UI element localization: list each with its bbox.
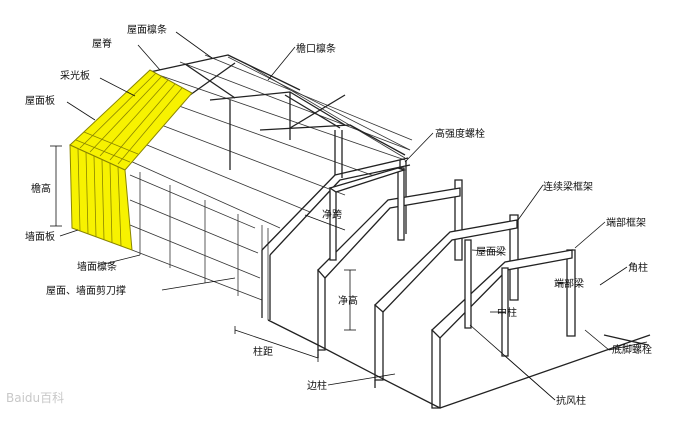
label-skylight-panel: 采光板 — [60, 69, 90, 82]
label-bracing: 屋面、墙面剪刀撑 — [46, 284, 126, 297]
label-roof-beam: 屋面梁 — [476, 245, 506, 258]
leader-lines — [59, 31, 648, 401]
portal-frames — [317, 167, 576, 409]
label-end-frame: 端部框架 — [606, 216, 646, 229]
label-eave-height: 檐高 — [31, 182, 51, 195]
label-high-strength-bolt: 高强度螺栓 — [435, 127, 485, 140]
label-eave-purlin: 檐口檩条 — [296, 42, 336, 55]
watermark: Baidu百科 — [6, 391, 64, 405]
label-wall-panel: 墙面板 — [25, 230, 55, 243]
label-ridge: 屋脊 — [92, 37, 112, 50]
label-corner-column: 角柱 — [628, 261, 648, 274]
label-continuous-beam-frame: 连续梁框架 — [543, 180, 593, 193]
label-middle-column: 中柱 — [497, 306, 517, 319]
label-roof-panel: 屋面板 — [25, 94, 55, 107]
dimension-lines — [50, 145, 356, 362]
yellow-cladding — [69, 69, 193, 251]
labels: 屋面檩条 屋脊 采光板 屋面板 檐口檩条 高强度螺栓 檐高 净跨 连续梁框架 端… — [6, 23, 652, 407]
label-end-beam: 端部梁 — [554, 277, 584, 290]
label-clear-height: 净高 — [338, 294, 358, 307]
label-side-column: 边柱 — [307, 379, 327, 392]
label-span: 净跨 — [322, 208, 342, 221]
label-wall-purlin: 墙面檩条 — [77, 260, 117, 273]
label-anchor-bolt: 底脚螺栓 — [612, 343, 652, 356]
label-wind-column: 抗风柱 — [556, 394, 586, 407]
label-column-spacing: 柱距 — [253, 345, 273, 358]
label-roof-purlin: 屋面檩条 — [127, 23, 167, 36]
